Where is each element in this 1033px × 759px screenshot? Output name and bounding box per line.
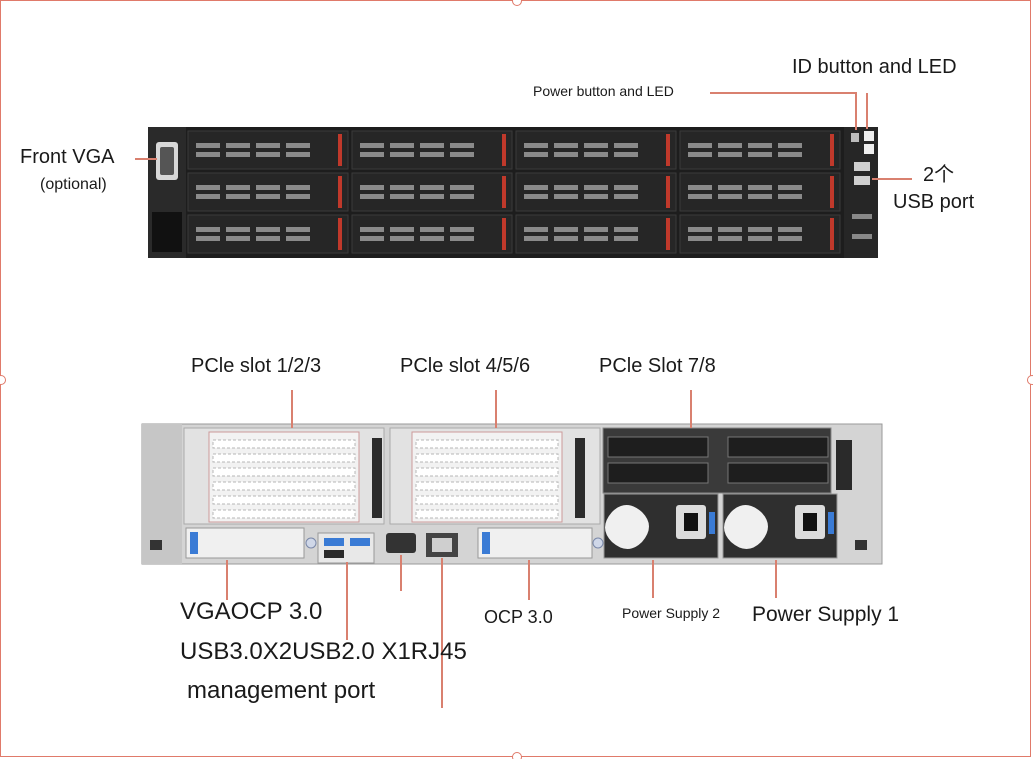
label-pcie-slot-456: PCle slot 4/5/6: [400, 355, 531, 377]
drive-bay: [187, 214, 349, 254]
rear-pcie-slot-grilles: [212, 436, 829, 519]
pcie-slot-cage: [607, 436, 709, 458]
frame-handle-right: [1027, 375, 1033, 385]
drive-bay: [515, 214, 677, 254]
drive-bay: [187, 130, 349, 170]
drive-bay: [351, 172, 513, 212]
label-power-supply-1: Power Supply 1: [752, 603, 900, 626]
frame-handle-top: [512, 0, 522, 6]
frame-handle-bottom: [512, 752, 522, 759]
pcie-slot-cover: [212, 467, 356, 477]
leader-psu2: [652, 560, 654, 598]
pcie-slot-cover: [212, 453, 356, 463]
drive-bay: [679, 214, 841, 254]
leader-vga-ocp: [226, 560, 228, 600]
drive-bay: [351, 130, 513, 170]
pcie-slot-cover: [415, 439, 559, 449]
label-rear-vga-ocp: VGAOCP 3.0: [180, 598, 323, 625]
label-id-button: ID button and LED: [792, 56, 957, 78]
leader-id-button: [866, 93, 868, 129]
label-usb-port: USB port: [893, 191, 975, 213]
drive-bay: [187, 172, 349, 212]
drive-bay: [679, 130, 841, 170]
pcie-slot-cover: [212, 495, 356, 505]
drive-bay: [515, 172, 677, 212]
label-ocp-3: OCP 3.0: [484, 607, 553, 627]
drive-bay: [515, 130, 677, 170]
leader-psu1: [775, 560, 777, 598]
leader-power-button-h: [710, 92, 856, 94]
pcie-slot-cover: [212, 481, 356, 491]
front-drive-bays: [187, 130, 841, 254]
pcie-slot-cover: [415, 467, 559, 477]
leader-usb: [346, 562, 348, 640]
label-rear-usb-rj45: USB3.0X2USB2.0 X1RJ45: [180, 638, 467, 665]
pcie-slot-cage: [727, 436, 829, 458]
pcie-slot-cover: [415, 453, 559, 463]
drive-bay: [351, 214, 513, 254]
label-pcie-slot-123: PCle slot 1/2/3: [191, 355, 322, 377]
pcie-slot-cage: [727, 462, 829, 484]
pcie-slot-cover: [415, 481, 559, 491]
pcie-slot-cover: [415, 495, 559, 505]
leader-pcie-456: [495, 390, 497, 428]
leader-usb-port: [872, 178, 912, 180]
pcie-slot-cover: [212, 509, 356, 519]
leader-pcie-78: [690, 390, 692, 428]
leader-ocp-2: [528, 560, 530, 600]
frame-handle-left: [0, 375, 6, 385]
label-front-vga: Front VGA: [20, 146, 115, 168]
leader-rj45: [441, 558, 443, 708]
pcie-slot-cover: [415, 509, 559, 519]
leader-power-button-v: [855, 92, 857, 130]
leader-pcie-123: [291, 390, 293, 428]
drive-bay: [679, 172, 841, 212]
pcie-slot-cover: [212, 439, 356, 449]
leader-vga-rear: [400, 555, 402, 591]
label-power-supply-2: Power Supply 2: [622, 605, 721, 621]
label-rear-management-port: management port: [187, 677, 376, 704]
label-front-vga-note: (optional): [40, 176, 107, 193]
label-usb-count: 2个: [923, 164, 955, 186]
pcie-slot-cage: [607, 462, 709, 484]
leader-front-vga: [135, 158, 157, 160]
label-power-button: Power button and LED: [533, 83, 674, 99]
label-pcie-slot-78: PCle Slot 7/8: [599, 355, 716, 377]
